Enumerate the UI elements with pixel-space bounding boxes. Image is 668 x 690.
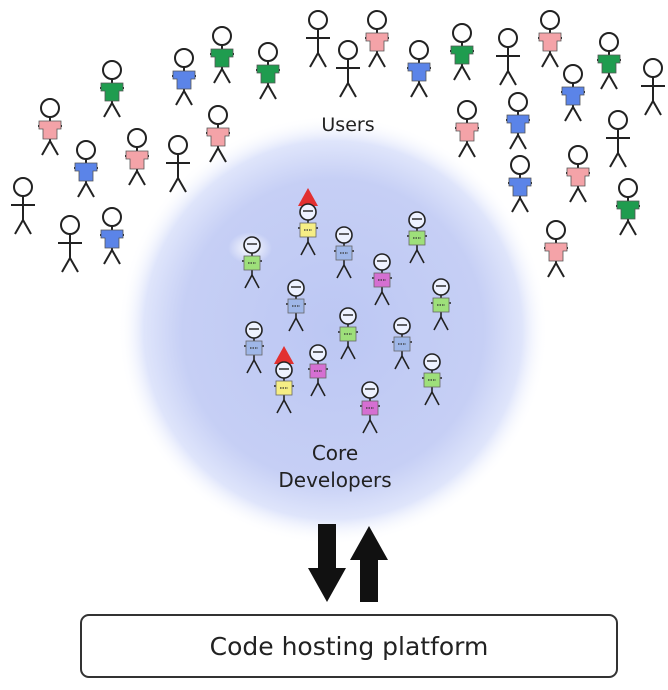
- user-figure: [450, 23, 474, 81]
- code-hosting-platform-box: Code hosting platform: [80, 614, 618, 678]
- user-figure: [566, 145, 590, 203]
- developer-figure: [298, 188, 318, 256]
- developer-figure: [308, 344, 328, 397]
- user-figure: [455, 100, 479, 158]
- user-figure: [561, 64, 585, 122]
- user-figure: [508, 155, 532, 213]
- user-figure: [538, 10, 562, 68]
- developer-figure: [242, 236, 262, 289]
- user-figure: [206, 105, 230, 163]
- user-figure: [38, 98, 62, 156]
- developer-figure: [244, 321, 264, 374]
- wizard-hat-icon: [274, 346, 294, 364]
- code-hosting-platform-label: Code hosting platform: [209, 632, 489, 661]
- user-figure: [100, 60, 124, 118]
- core-label-line2: Developers: [278, 468, 392, 492]
- upload-arrow-icon: [350, 526, 388, 602]
- user-figure: [616, 178, 640, 236]
- developer-figure: [286, 279, 306, 332]
- user-figure: [336, 40, 360, 98]
- user-figure: [641, 58, 665, 116]
- user-figure: [365, 10, 389, 68]
- core-developers-group: [242, 188, 451, 434]
- developer-figure: [372, 253, 392, 306]
- developer-figure: [274, 346, 294, 414]
- user-figure: [306, 10, 330, 68]
- user-figure: [172, 48, 196, 106]
- user-figure: [125, 128, 149, 186]
- developer-figure: [431, 278, 451, 331]
- core-label-line1: Core: [311, 441, 359, 465]
- download-arrow-icon: [308, 524, 346, 602]
- developer-figure: [407, 211, 427, 264]
- user-figure: [74, 140, 98, 198]
- developer-figure: [338, 307, 358, 360]
- user-figure: [597, 32, 621, 90]
- developer-figure: [360, 381, 380, 434]
- user-figure: [166, 135, 190, 193]
- user-figure: [100, 207, 124, 265]
- user-figure: [58, 215, 82, 273]
- wizard-hat-icon: [298, 188, 318, 206]
- user-figure: [11, 177, 35, 235]
- user-figure: [506, 92, 530, 150]
- developer-figure: [334, 226, 354, 279]
- user-figure: [407, 40, 431, 98]
- user-figure: [256, 42, 280, 100]
- user-figure: [544, 220, 568, 278]
- user-figure: [210, 26, 234, 84]
- developer-figure: [422, 353, 442, 406]
- user-figure: [496, 28, 520, 86]
- users-group: [11, 10, 665, 278]
- core-bubble: [118, 115, 548, 545]
- user-figure: [606, 110, 630, 168]
- developer-figure: [392, 317, 412, 370]
- core-developers-label: Core Developers: [250, 440, 420, 494]
- users-label: Users: [321, 114, 375, 136]
